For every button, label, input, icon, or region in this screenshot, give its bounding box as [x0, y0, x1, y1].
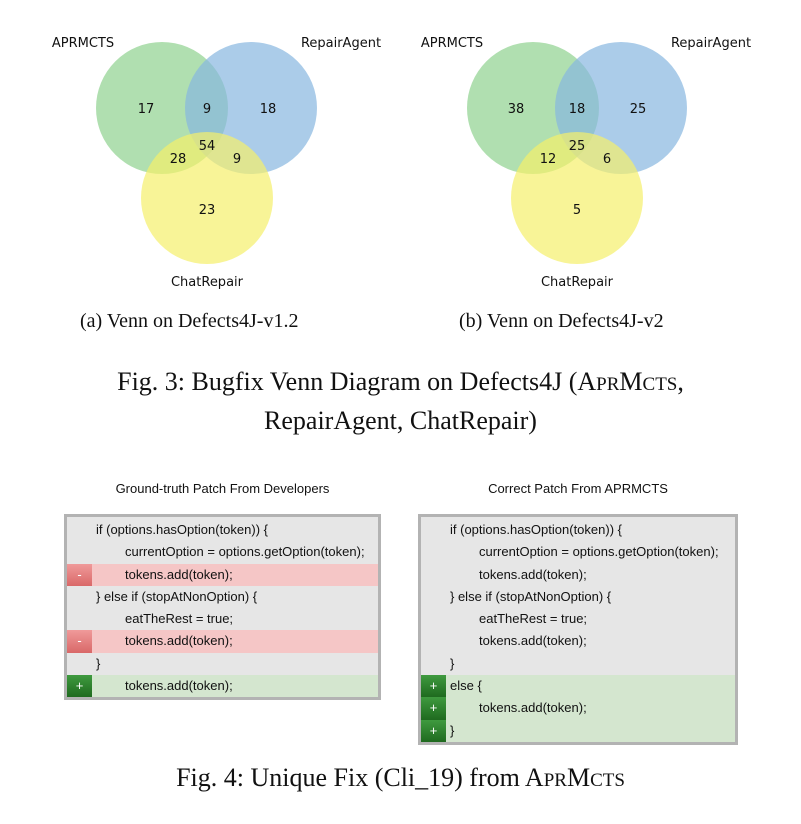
- code-text: }: [96, 655, 101, 671]
- removed-line-marker: -: [67, 630, 92, 653]
- code-line: if (options.hasOption(token)) {: [421, 519, 735, 541]
- code-text: if (options.hasOption(token)) {: [450, 522, 622, 537]
- venn-b-region-a-only: 38: [508, 102, 525, 117]
- venn-b-region-bc: 6: [603, 152, 611, 167]
- code-text: tokens.add(token);: [479, 633, 587, 649]
- code-text: currentOption = options.getOption(token)…: [125, 544, 365, 560]
- code-text: tokens.add(token);: [125, 633, 233, 649]
- code-line: tokens.add(token);: [421, 564, 735, 586]
- code-line: +else {: [421, 675, 735, 698]
- added-line-marker: +: [421, 697, 446, 720]
- code-text: tokens.add(token);: [479, 700, 587, 716]
- code-text: tokens.add(token);: [479, 566, 587, 582]
- code-line: + tokens.add(token);: [67, 675, 378, 698]
- venn-a-region-b-only: 18: [260, 102, 277, 117]
- left-code-panel: if (options.hasOption(token)) { currentOp…: [64, 514, 381, 701]
- venn-b-region-abc: 25: [569, 139, 586, 154]
- code-line: - tokens.add(token);: [67, 630, 378, 653]
- code-line: eatTheRest = true;: [67, 608, 378, 630]
- code-text: eatTheRest = true;: [479, 611, 588, 627]
- code-text: } else if (stopAtNonOption) {: [450, 588, 612, 604]
- removed-line-marker: -: [67, 563, 92, 586]
- venn-a-label-bottom: ChatRepair: [171, 275, 244, 290]
- added-line-marker: +: [421, 719, 446, 742]
- added-line-marker: +: [421, 675, 446, 698]
- venn-a-region-c-only: 23: [199, 203, 216, 218]
- code-line: if (options.hasOption(token)) {: [67, 519, 378, 541]
- code-line: }: [421, 653, 735, 675]
- code-text: tokens.add(token);: [125, 678, 233, 694]
- added-line-marker: +: [67, 675, 92, 698]
- code-line: + tokens.add(token);: [421, 697, 735, 720]
- figure-4-caption: Fig. 4: Unique Fix (Cli_19) from APRMCTS: [176, 763, 625, 792]
- code-line: } else if (stopAtNonOption) {: [421, 586, 735, 608]
- code-line: - tokens.add(token);: [67, 563, 378, 586]
- venn-diagram-b: APRMCTS RepairAgent ChatRepair 38 18 25 …: [421, 36, 751, 290]
- venn-a-label-right: RepairAgent: [301, 36, 381, 51]
- venn-b-label-left: APRMCTS: [421, 36, 483, 51]
- code-line: currentOption = options.getOption(token)…: [421, 541, 735, 563]
- figure-3-caption-line1: Fig. 3: Bugfix Venn Diagram on Defects4J…: [117, 367, 684, 396]
- code-line: currentOption = options.getOption(token)…: [67, 541, 378, 563]
- venn-a-label-left: APRMCTS: [52, 36, 114, 51]
- code-line: +}: [421, 719, 735, 742]
- code-text: } else if (stopAtNonOption) {: [96, 588, 258, 604]
- venn-b-region-b-only: 25: [630, 102, 647, 117]
- code-text: tokens.add(token);: [125, 566, 233, 582]
- code-text: }: [450, 722, 455, 738]
- venn-a-region-abc: 54: [199, 139, 216, 154]
- code-line: eatTheRest = true;: [421, 608, 735, 630]
- code-line: } else if (stopAtNonOption) {: [67, 586, 378, 608]
- code-text: currentOption = options.getOption(token)…: [479, 544, 719, 560]
- code-line: }: [67, 653, 378, 675]
- code-text: else {: [450, 678, 482, 694]
- code-line: tokens.add(token);: [421, 630, 735, 652]
- venn-b-region-c-only: 5: [573, 203, 581, 218]
- venn-b-label-right: RepairAgent: [671, 36, 751, 51]
- venn-a-region-ac: 28: [170, 152, 187, 167]
- figure-3-caption: Fig. 3: Bugfix Venn Diagram on Defects4J…: [0, 364, 801, 439]
- right-code-title: Correct Patch From APRMCTS: [488, 481, 668, 496]
- venn-a-region-ab: 9: [203, 102, 211, 117]
- figure-3-caption-line2: RepairAgent, ChatRepair): [264, 406, 537, 435]
- venn-b-circle-chatrepair: [511, 132, 643, 264]
- venn-b-region-ac: 12: [540, 152, 557, 167]
- venn-a-circle-chatrepair: [141, 132, 273, 264]
- venn-a-region-bc: 9: [233, 152, 241, 167]
- code-text: }: [450, 655, 455, 671]
- venn-a-region-a-only: 17: [138, 102, 155, 117]
- venn-b-caption: (b) Venn on Defects4J-v2: [459, 310, 664, 332]
- venn-b-label-bottom: ChatRepair: [541, 275, 614, 290]
- left-code-title: Ground-truth Patch From Developers: [115, 481, 330, 496]
- venn-a-caption: (a) Venn on Defects4J-v1.2: [80, 310, 299, 332]
- venn-diagram-a: APRMCTS RepairAgent ChatRepair 17 9 18 2…: [52, 36, 381, 290]
- right-code-panel: if (options.hasOption(token)) { currentOp…: [418, 514, 738, 745]
- code-text: eatTheRest = true;: [125, 611, 234, 627]
- code-text: if (options.hasOption(token)) {: [96, 522, 268, 537]
- venn-b-region-ab: 18: [569, 102, 586, 117]
